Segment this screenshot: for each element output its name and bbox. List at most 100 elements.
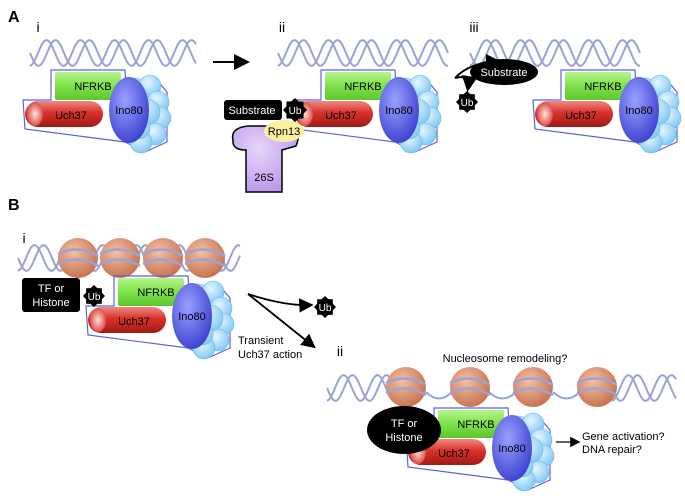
- uch37-subunit: [88, 307, 166, 333]
- tf-histone-box: [22, 278, 80, 312]
- ub-star-icon: [83, 285, 105, 307]
- substrate-label: Substrate: [480, 67, 527, 79]
- rpn13-subunit: [264, 120, 304, 142]
- uch37-cap: [90, 308, 106, 332]
- ubiquitin: Ub: [456, 91, 478, 113]
- uch37-subunit: [295, 101, 373, 127]
- substrate-ellipse: [470, 59, 538, 85]
- nucleosome: [99, 238, 141, 278]
- dna-helix: [611, 374, 677, 402]
- histone-octamer: [450, 367, 490, 407]
- dna-wrap: [449, 377, 491, 387]
- dna-wrap: [57, 258, 99, 268]
- transient-label-line1: Transient: [238, 335, 283, 347]
- dna-strand: [29, 39, 197, 67]
- rpn13-label: Rpn13: [268, 126, 300, 138]
- ub-label: Ub: [289, 106, 302, 117]
- ino80-subunit: [109, 77, 149, 143]
- ino80-label: Ino80: [178, 311, 206, 323]
- ino80-subunit: [619, 77, 659, 143]
- dna-wrap: [57, 248, 99, 258]
- ino80-label: Ino80: [498, 443, 526, 455]
- histone-octamer: [58, 238, 98, 278]
- dna-helix: [29, 39, 197, 67]
- ub-star-icon: [456, 91, 478, 113]
- dna-strand: [326, 374, 400, 402]
- ub-label: Ub: [319, 303, 332, 314]
- arrow-icon: [454, 74, 478, 92]
- ino80-label: Ino80: [115, 105, 143, 117]
- ubiquitin: Ub: [314, 296, 336, 318]
- tf-label-line1: TF or: [38, 283, 65, 295]
- arrow-icon: [247, 293, 316, 349]
- nfrkb-subunit: [325, 72, 391, 100]
- nucleosome-remodeling-label: Nucleosome remodeling?: [443, 353, 568, 365]
- dna-wrap: [449, 387, 491, 397]
- uch37-label: Uch37: [325, 110, 357, 122]
- nucleosome: [184, 238, 226, 278]
- gene-activation-label: Gene activation?: [582, 431, 665, 443]
- uch37-label: Uch37: [565, 110, 597, 122]
- nfrkb-label: NFRKB: [344, 81, 381, 93]
- histone-octamer: [513, 367, 553, 407]
- nfrkb-subunit: [438, 410, 504, 438]
- linker-dna: [488, 391, 517, 400]
- dna-wrap: [99, 258, 141, 268]
- ub-star-icon: [283, 98, 307, 122]
- nfrkb-label: NFRKB: [74, 81, 111, 93]
- dna-wrap: [512, 377, 554, 387]
- substrate-label: Substrate: [228, 105, 275, 117]
- step-a-i: i: [36, 19, 39, 35]
- dna-strand: [611, 374, 677, 402]
- ino80-complex: NFRKB Uch37 Ino80: [292, 69, 442, 154]
- panel-a-label: A: [8, 9, 20, 26]
- nucleosome: [576, 367, 618, 407]
- substrate-box: [224, 100, 282, 120]
- linker-dna: [552, 391, 581, 400]
- dna-wrap: [184, 248, 226, 258]
- uch37-cap: [27, 102, 43, 126]
- proteasome-label: 26S: [254, 172, 274, 184]
- tf-histone-ellipse: [367, 406, 441, 454]
- histone-octamer: [185, 238, 225, 278]
- uch37-subunit: [25, 101, 103, 127]
- linker-dna: [425, 391, 453, 400]
- uch37-label: Uch37: [118, 316, 150, 328]
- ino80-complex: NFRKB Uch37 Ino80: [85, 275, 235, 360]
- nucleosome: [512, 367, 554, 407]
- dna-helix: [277, 39, 449, 67]
- transient-label-line2: Uch37 action: [238, 349, 302, 361]
- step-b-ii: ii: [337, 343, 343, 359]
- dna-wrap: [99, 248, 141, 258]
- histone-octamer: [386, 367, 426, 407]
- dna-wrap: [512, 387, 554, 397]
- dna-strand: [611, 374, 677, 402]
- dna-wrap: [576, 387, 618, 397]
- ub-label: Ub: [461, 98, 474, 109]
- panel-b-label: B: [8, 197, 20, 214]
- ino80-subunit: [492, 415, 532, 481]
- ino80-label: Ino80: [625, 105, 653, 117]
- uch37-label: Uch37: [55, 110, 87, 122]
- ino80-label: Ino80: [385, 105, 413, 117]
- nfrkb-subunit: [565, 72, 631, 100]
- dna-wrap: [142, 258, 184, 268]
- nfrkb-subunit: [55, 72, 121, 100]
- step-a-iii: iii: [469, 19, 478, 35]
- dna-repair-label: DNA repair?: [582, 444, 642, 456]
- histone-octamer: [100, 238, 140, 278]
- nfrkb-label: NFRKB: [137, 287, 174, 299]
- arrow-icon: [247, 293, 314, 313]
- ino80-complex: NFRKB Uch37 Ino80: [22, 69, 172, 154]
- tf-label-line2: Histone: [32, 297, 69, 309]
- tf-label-line2: Histone: [385, 432, 422, 444]
- dna-strand: [469, 39, 641, 67]
- tf-label-line1: TF or: [391, 418, 418, 430]
- nucleosome: [57, 238, 99, 278]
- nucleosome: [142, 238, 184, 278]
- step-b-i: i: [22, 230, 25, 246]
- dna-strand: [277, 39, 449, 67]
